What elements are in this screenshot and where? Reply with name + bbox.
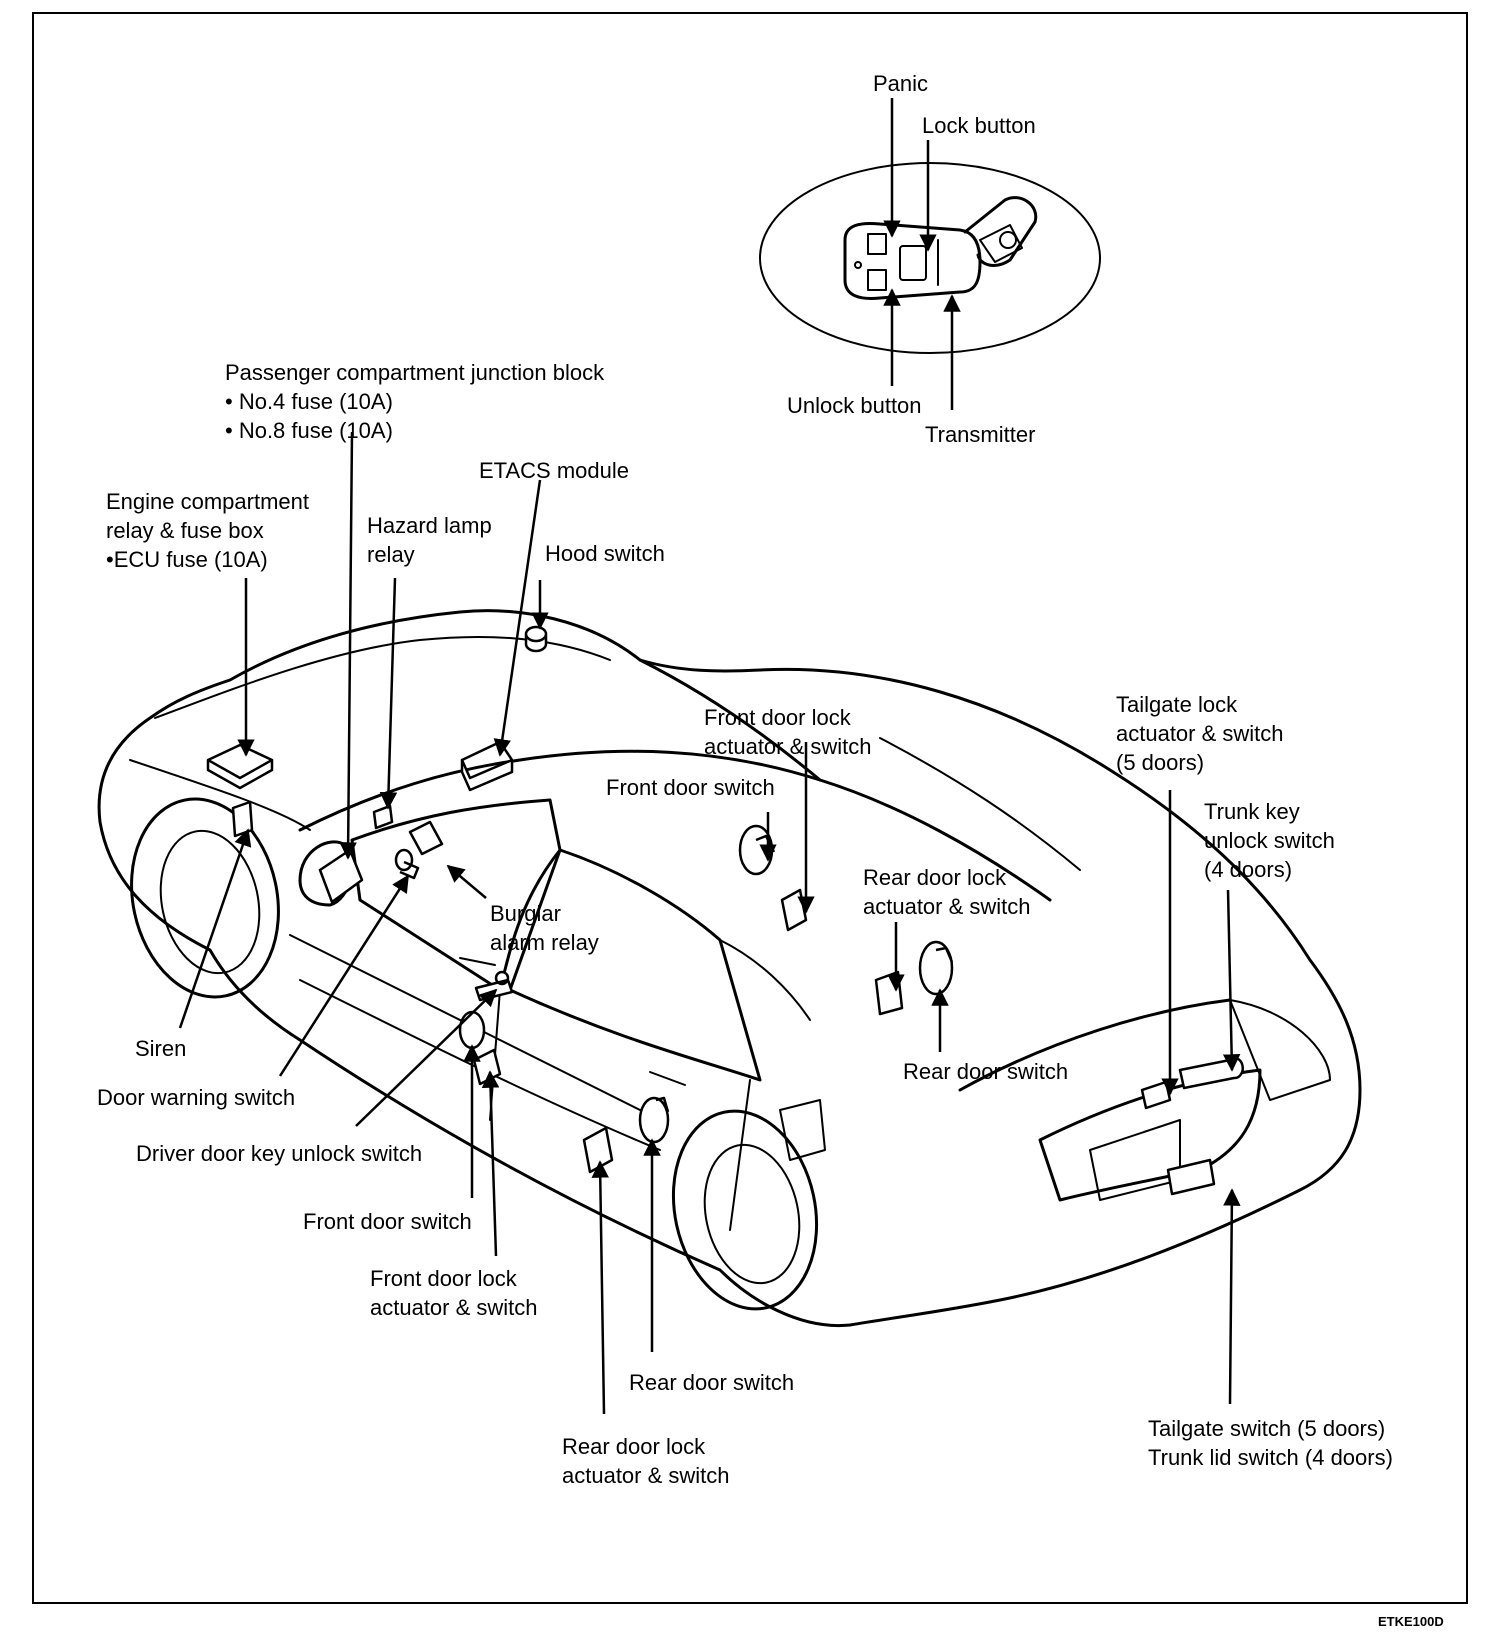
unlock-button-label: Unlock button bbox=[787, 393, 922, 418]
fuel-door bbox=[779, 1099, 826, 1161]
siren-label: Siren bbox=[135, 1036, 187, 1061]
hazard-relay-shape bbox=[372, 804, 394, 830]
burglar-alarm-relay-label: Burglar alarm relay bbox=[490, 901, 599, 955]
engine-relay-fuse-box-label: Engine compartment relay & fuse box •ECU… bbox=[106, 489, 309, 572]
front-door-lock-actuator-lower-label: Front door lock actuator & switch bbox=[370, 1266, 538, 1320]
hazard-lamp-relay-label: Hazard lamp relay bbox=[367, 513, 492, 567]
engine-fuse-box-shape bbox=[206, 743, 274, 790]
rear-door-actuator-upper-shape bbox=[874, 970, 904, 1016]
driver-door-key-unlock-switch-label: Driver door key unlock switch bbox=[136, 1141, 423, 1166]
rear-door-lock-actuator-lower-label: Rear door lock actuator & switch bbox=[562, 1434, 730, 1488]
front-door-lock-actuator-upper-label: Front door lock actuator & switch bbox=[704, 705, 872, 759]
hood-switch-label: Hood switch bbox=[545, 541, 665, 566]
front-door-switch-lower-shape bbox=[458, 1010, 486, 1050]
rear-wheel bbox=[671, 1109, 819, 1311]
door-warning-switch-shape bbox=[394, 848, 420, 880]
passenger-junction-block-label: Passenger compartment junction block • N… bbox=[225, 360, 605, 443]
front-wheel bbox=[130, 797, 280, 999]
front-door-handle bbox=[459, 957, 496, 966]
rear-door-lock-actuator-upper-label: Rear door lock actuator & switch bbox=[863, 865, 1031, 919]
door-warning-switch-label: Door warning switch bbox=[97, 1085, 296, 1110]
transmitter-label: Transmitter bbox=[925, 422, 1036, 447]
trunk-key-switch-shape bbox=[1178, 1056, 1244, 1090]
front-door-actuator-lower-shape bbox=[472, 1048, 502, 1086]
tailgate-actuator-shape bbox=[1140, 1080, 1172, 1110]
lock-button-label: Lock button bbox=[922, 113, 1036, 138]
diagram-code: ETKE100D bbox=[1378, 1614, 1444, 1629]
etacs-module-label: ETACS module bbox=[479, 458, 629, 483]
trunk-key-unlock-switch-label: Trunk key unlock switch (4 doors) bbox=[1204, 799, 1335, 882]
burglar-relay-shape bbox=[408, 820, 444, 856]
front-door-actuator-upper-shape bbox=[780, 888, 808, 932]
rear-door-switch-lower-shape bbox=[638, 1096, 670, 1144]
component-parts bbox=[206, 625, 1244, 1196]
rear-door-switch-lower-label: Rear door switch bbox=[629, 1370, 795, 1395]
rear-door-switch-upper-label: Rear door switch bbox=[903, 1059, 1069, 1084]
rear-door-switch-upper-shape bbox=[918, 940, 954, 996]
transmitter-inset bbox=[759, 162, 1101, 354]
tailgate-lock-actuator-label: Tailgate lock actuator & switch (5 doors… bbox=[1116, 692, 1284, 775]
leader-lines bbox=[178, 98, 1241, 1415]
tailgate-switch-label: Tailgate switch (5 doors) Trunk lid swit… bbox=[1148, 1416, 1393, 1470]
hood-switch-shape bbox=[524, 625, 548, 653]
tailgate-switch-shape bbox=[1166, 1158, 1216, 1196]
panic-label: Panic bbox=[873, 71, 929, 96]
front-door-switch-upper-label: Front door switch bbox=[606, 775, 775, 800]
driver-key-unlock-shape bbox=[474, 970, 514, 1002]
rear-door-actuator-lower-shape bbox=[582, 1126, 614, 1174]
front-door-switch-lower-label: Front door switch bbox=[303, 1209, 472, 1234]
car-body bbox=[97, 609, 1362, 1328]
diagram-frame bbox=[32, 12, 1468, 1604]
rear-door-handle bbox=[649, 1071, 686, 1086]
siren-shape bbox=[231, 800, 254, 838]
